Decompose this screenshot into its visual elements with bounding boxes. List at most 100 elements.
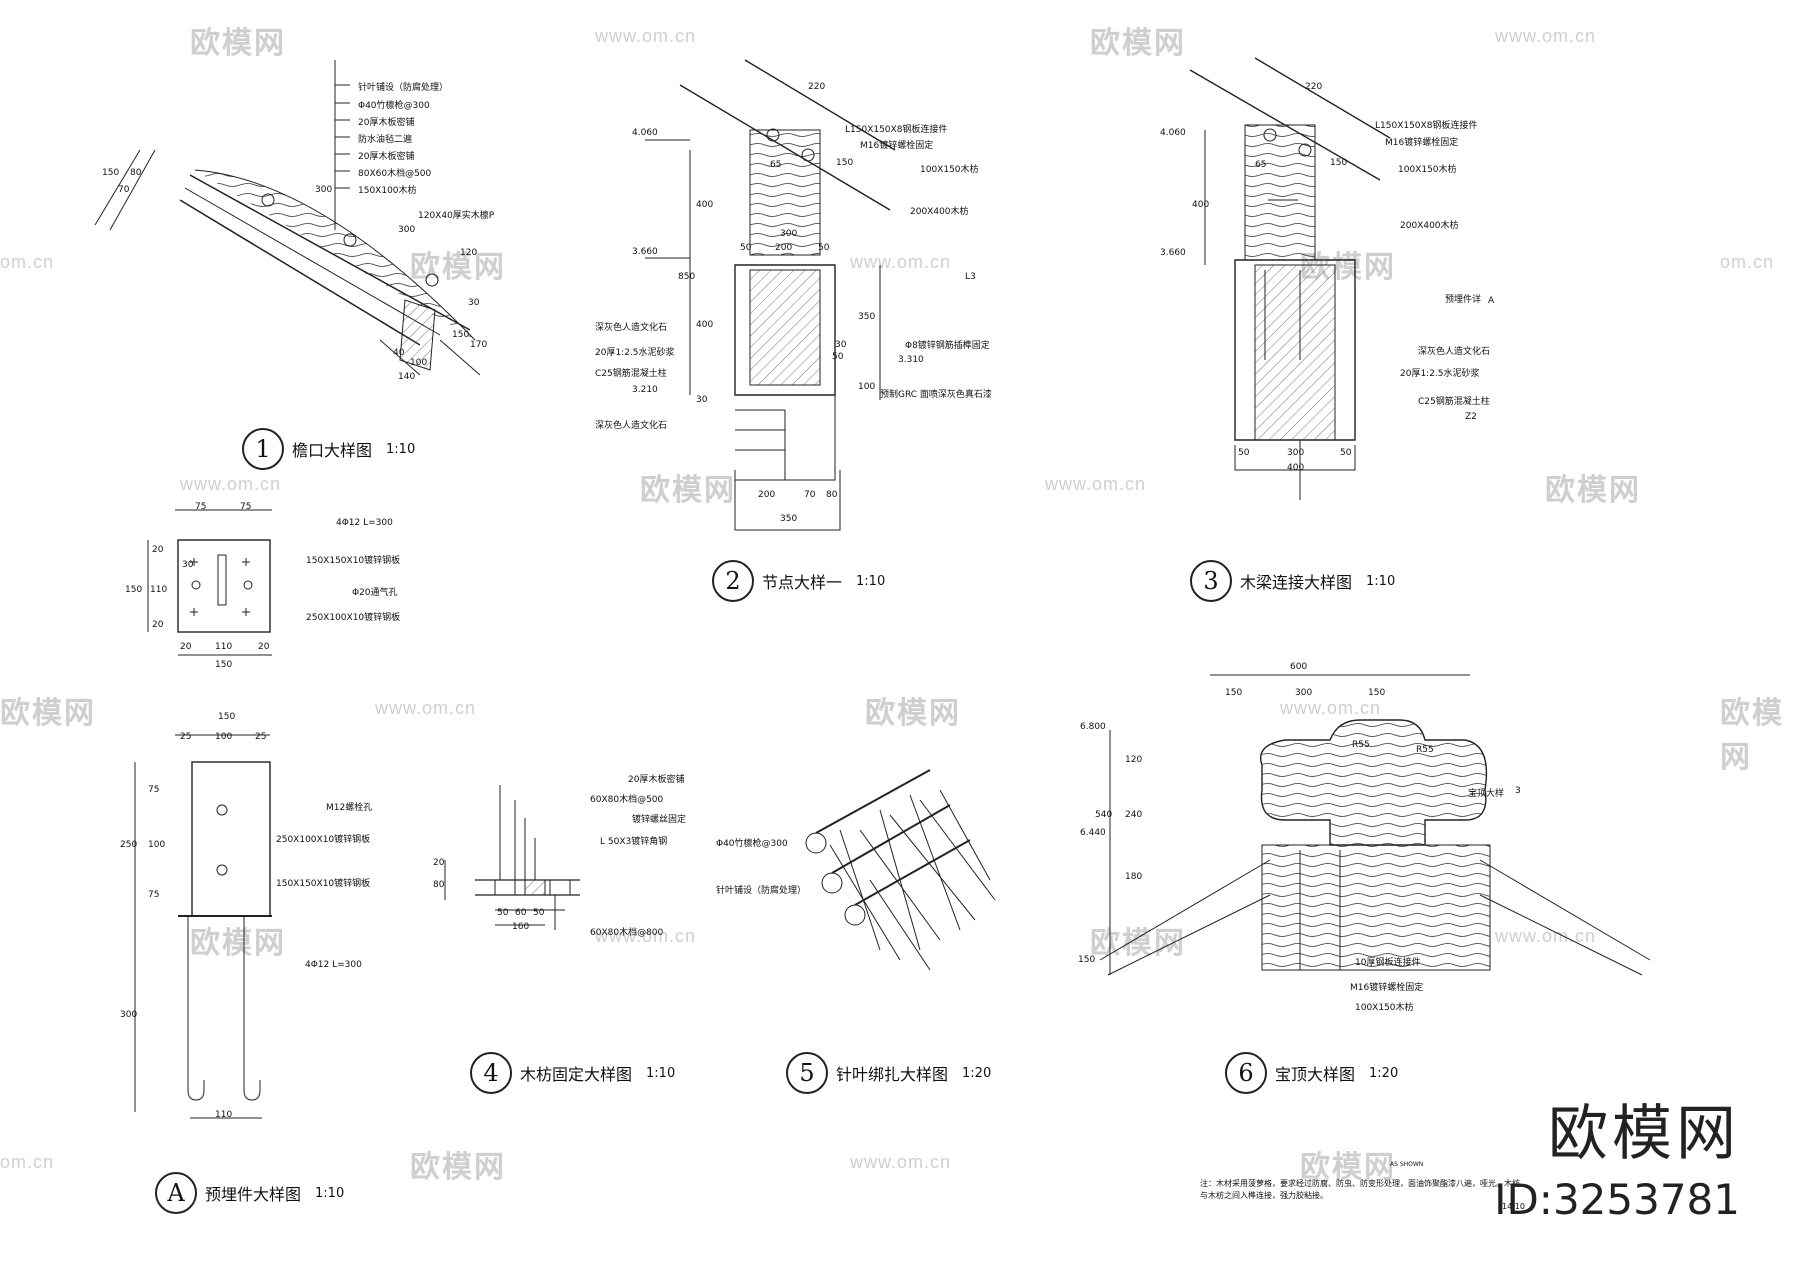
- level: 3.660: [1160, 248, 1186, 258]
- label: 100X150木枋: [920, 165, 979, 175]
- level: 6.800: [1080, 722, 1106, 732]
- dimension: 40: [393, 348, 405, 358]
- detail-scale: 1:20: [962, 1065, 992, 1081]
- watermark-brand: 欧模网: [410, 251, 506, 284]
- label: M16镀锌螺栓固定: [860, 141, 934, 151]
- label: 150X150X10镀锌钢板: [306, 556, 401, 566]
- watermark-brand: 欧模网: [410, 1151, 506, 1184]
- detail-name: 预埋件大样图: [205, 1185, 302, 1204]
- dimension: 300: [398, 225, 416, 235]
- dimension: 300: [1295, 688, 1313, 698]
- dimension: R55: [1352, 740, 1370, 750]
- dimension: 50: [533, 908, 545, 918]
- watermark-url: om.cn: [1720, 252, 1775, 272]
- label: Φ8镀锌钢筋插榫固定: [905, 341, 990, 351]
- label: 250X100X10镀锌钢板: [276, 835, 371, 845]
- watermark-url: www.om.cn: [1495, 926, 1597, 946]
- detail-scale: 1:10: [315, 1185, 345, 1201]
- label: 100X150木枋: [1355, 1003, 1414, 1013]
- label: 80X60木档@500: [358, 169, 432, 179]
- dimension: 220: [808, 82, 826, 92]
- watermark-url: www.om.cn: [375, 698, 477, 718]
- dimension: 20: [258, 642, 270, 652]
- dimension: 100: [410, 358, 428, 368]
- dimension: 240: [1125, 810, 1143, 820]
- detail-scale: 1:20: [1369, 1065, 1399, 1081]
- dimension: 150: [218, 712, 236, 722]
- watermark-url: om.cn: [0, 252, 55, 272]
- level: 4.060: [1160, 128, 1186, 138]
- watermark-brand: 欧模网: [0, 697, 96, 730]
- label: 20厚木板密铺: [358, 118, 415, 128]
- dimension: 75: [195, 502, 207, 512]
- detail-number: 3: [1190, 560, 1232, 602]
- label: 深灰色人造文化石: [1418, 347, 1491, 357]
- dimension: 50: [740, 243, 752, 253]
- watermark-url: www.om.cn: [1495, 26, 1597, 46]
- watermark-brand: 欧模网: [190, 27, 286, 60]
- dimension: 50: [1238, 448, 1250, 458]
- dimension: 80: [826, 490, 838, 500]
- level: 6.440: [1080, 828, 1106, 838]
- label: 10厚钢板连接件: [1355, 958, 1421, 968]
- dimension: 200: [758, 490, 776, 500]
- dimension: 20: [433, 858, 445, 868]
- dimension: 160: [512, 922, 530, 932]
- label: Φ40竹檩枪@300: [716, 839, 788, 849]
- label: C25钢筋混凝土柱: [595, 369, 667, 379]
- dimension: 400: [1192, 200, 1210, 210]
- dimension: 75: [148, 785, 160, 795]
- dimension: 110: [215, 1110, 233, 1120]
- label: 20厚木板密铺: [628, 775, 685, 785]
- dimension: 150: [1225, 688, 1243, 698]
- dimension: 150: [1330, 158, 1348, 168]
- dimension: 100: [148, 840, 166, 850]
- label: 60X80木档@800: [590, 928, 664, 938]
- dimension: 400: [696, 200, 714, 210]
- level: 4.060: [632, 128, 658, 138]
- detailA-title: A 预埋件大样图 1:10: [155, 1172, 344, 1214]
- label: 100X150木枋: [1398, 165, 1457, 175]
- label: M16镀锌螺栓固定: [1385, 138, 1459, 148]
- label: Z2: [1465, 412, 1477, 422]
- dimension: 65: [770, 160, 782, 170]
- dimension: 350: [780, 514, 798, 524]
- level: 3.660: [632, 247, 658, 257]
- label: 250X100X10镀锌钢板: [306, 613, 401, 623]
- detail-name: 木枋固定大样图: [520, 1065, 633, 1084]
- watermark-brand: 欧模网: [1090, 27, 1186, 60]
- watermark-url: om.cn: [0, 1152, 55, 1172]
- dimension: 70: [118, 185, 130, 195]
- level: 3.210: [632, 385, 658, 395]
- dimension: 150: [215, 660, 233, 670]
- dimension: 30: [835, 340, 847, 350]
- dimension: 180: [1125, 872, 1143, 882]
- label: 4Φ12 L=300: [336, 518, 393, 528]
- label: 150X100木枋: [358, 186, 417, 196]
- dimension: 75: [240, 502, 252, 512]
- dimension: 30: [696, 395, 708, 405]
- watermark-url: www.om.cn: [180, 474, 282, 494]
- label: L150X150X8钢板连接件: [845, 125, 948, 135]
- detail6-title: 6 宝顶大样图 1:20: [1225, 1052, 1398, 1094]
- dimension: 100: [858, 382, 876, 392]
- label: L150X150X8钢板连接件: [1375, 121, 1478, 131]
- watermark-brand: 欧模网: [865, 697, 961, 730]
- label: 宝顶大样: [1468, 789, 1505, 799]
- dimension: R55: [1416, 745, 1434, 755]
- label: 150X150X10镀锌钢板: [276, 879, 371, 889]
- dimension: 65: [1255, 160, 1267, 170]
- dimension: 170: [470, 340, 488, 350]
- detail-number: 4: [470, 1052, 512, 1094]
- detail-name: 节点大样一: [762, 573, 843, 592]
- sheet-date-ref: 14.10: [1502, 1202, 1525, 1211]
- dimension: 20: [152, 620, 164, 630]
- detail-number: 2: [712, 560, 754, 602]
- dimension: 250: [120, 840, 138, 850]
- label: 深灰色人造文化石: [595, 421, 668, 431]
- detail3-drawing: [1189, 57, 1391, 500]
- label: M16镀锌螺栓固定: [1350, 983, 1424, 993]
- detailA-drawing: [134, 509, 272, 1119]
- detail-name: 针叶绑扎大样图: [836, 1065, 949, 1084]
